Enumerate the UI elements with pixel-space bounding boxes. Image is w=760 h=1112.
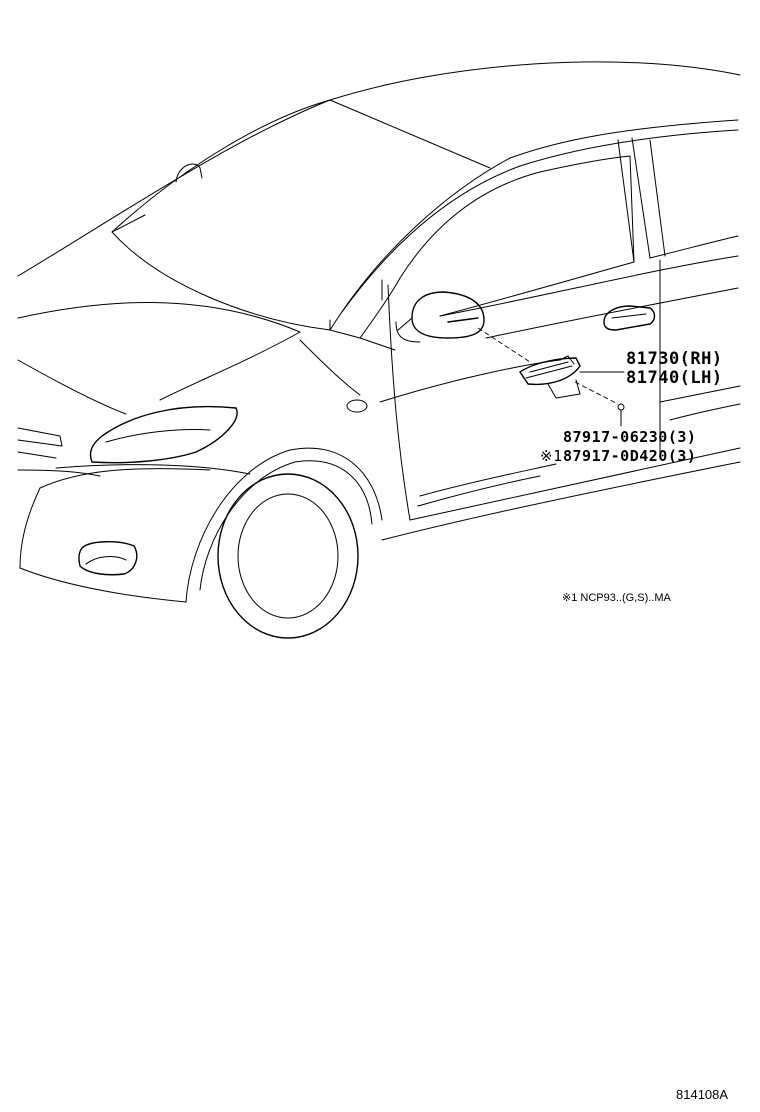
part-label-alt-mark: ※1 [540, 447, 563, 465]
part-label-87917-0d420: 87917-0D420(3) [563, 447, 697, 465]
part-label-81730-rh: 81730(RH) [626, 349, 723, 369]
part-label-87917-06230: 87917-06230(3) [563, 428, 697, 446]
part-label-81740-lh: 81740(LH) [626, 368, 723, 388]
illustration-code: 814108A [676, 1087, 729, 1102]
footnote: ※1 NCP93..(G,S)..MA [562, 592, 671, 604]
